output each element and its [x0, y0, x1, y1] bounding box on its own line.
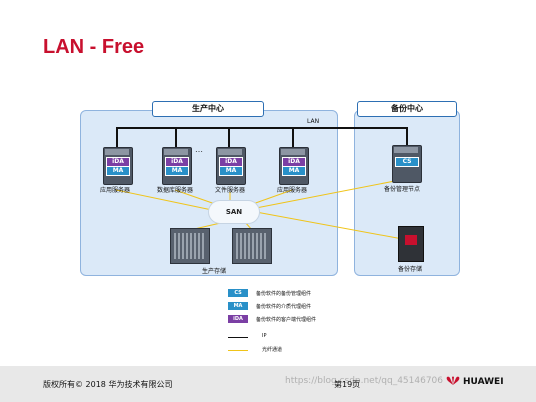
lan-drop-3 [228, 127, 230, 147]
server-file: iDA MA [216, 147, 246, 185]
lan-line [116, 127, 406, 129]
copyright-text: 版权所有© 2018 华为技术有限公司 [43, 380, 173, 389]
lan-drop-4 [292, 127, 294, 147]
legend-cs-badge: CS [228, 289, 248, 297]
legend-fiber-line [228, 350, 248, 351]
server-app-1: iDA MA [103, 147, 133, 185]
watermark: https://blog.csdn.net/qq_45146706 [285, 376, 444, 386]
production-storage-label: 生产存储 [202, 268, 227, 275]
legend-ma-badge: MA [228, 302, 248, 310]
server-label: 数据库服务器 [157, 187, 194, 194]
server-label: 应用服务器 [100, 187, 131, 194]
legend-ida-badge: iDA [228, 315, 248, 323]
server-label: 文件服务器 [215, 187, 246, 194]
backup-storage-device [398, 226, 424, 262]
production-storage-array [232, 228, 272, 264]
footer-bar [0, 366, 536, 402]
page-number: 第19页 [334, 380, 361, 389]
legend-ida-text: 备份软件的客户端代理组件 [256, 317, 317, 323]
legend-ma-text: 备份软件的介质代理组件 [256, 304, 312, 310]
backup-node-label: 备份管理节点 [384, 186, 421, 193]
production-storage-array [170, 228, 210, 264]
lan-label: LAN [307, 118, 320, 125]
huawei-logo-icon [446, 376, 460, 385]
lan-drop-5 [406, 127, 408, 147]
server-label: 应用服务器 [277, 187, 308, 194]
cs-badge: CS [395, 157, 419, 167]
legend-fiber-text: 光纤通道 [262, 347, 283, 353]
ma-badge: MA [282, 166, 306, 176]
lan-drop-2 [175, 127, 177, 147]
backup-center-title: 备份中心 [357, 101, 457, 117]
backup-storage-label: 备份存储 [398, 266, 423, 273]
lan-drop-1 [116, 127, 118, 147]
legend-ip-text: IP [262, 333, 267, 339]
ma-badge: MA [106, 166, 130, 176]
brand-name: HUAWEI [463, 377, 504, 387]
san-cloud: SAN [208, 200, 260, 224]
backup-management-node: CS [392, 145, 422, 183]
ma-badge: MA [165, 166, 189, 176]
ma-badge: MA [219, 166, 243, 176]
server-app-2: iDA MA [279, 147, 309, 185]
slide-title: LAN - Free [43, 36, 145, 58]
server-database: iDA MA [162, 147, 192, 185]
production-center-title: 生产中心 [152, 101, 264, 117]
legend-ip-line [228, 337, 248, 338]
legend-cs-text: 备份软件的备份管理组件 [256, 291, 312, 297]
ellipsis: … [195, 145, 203, 154]
